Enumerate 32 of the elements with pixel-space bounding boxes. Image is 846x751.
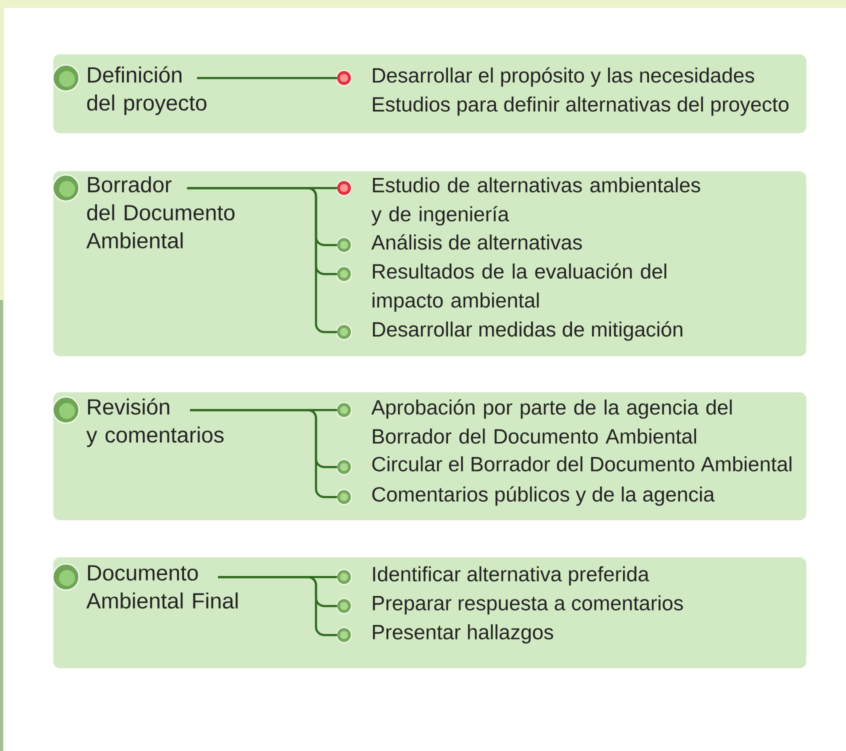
node-label: Estudios para definir alternativas del proyecto [372, 96, 788, 116]
panel-box [53, 54, 806, 134]
bullet-item: Estudio de alternativas ambientales y de ingeniería [336, 177, 700, 226]
bullet-item: Preparar respuesta a comentarios [336, 595, 683, 615]
node-label: Análisis de alternativas [371, 234, 582, 250]
bullet-item: Desarrollar el propósito y las necesidades Estudios para definir alternativas del proyecto [336, 67, 788, 116]
node-label: Circular el Borrador del Documento Ambiental [372, 456, 792, 472]
heading-text: Revisión y comentarios [86, 398, 224, 448]
bullet-item: Aprobación por parte de la agencia del Borrador del Documento Ambiental [336, 399, 732, 444]
bullet-item: Desarrollar medidas de mitigación [336, 321, 682, 341]
node-label: Desarrollar el propósito y las necesidades [372, 67, 754, 87]
heading-text: Documento Ambiental Final [86, 565, 238, 609]
connector-line [190, 408, 337, 498]
connector-line [218, 576, 337, 636]
stage-heading [52, 64, 206, 116]
node-label: Presentar hallazgos [372, 624, 554, 644]
heading-text: Definición del proyecto [87, 66, 206, 116]
bullet-item: Identificar alternativa preferida [336, 566, 650, 586]
bullet-item: Presentar hallazgos [336, 624, 554, 644]
stage-heading [52, 396, 224, 448]
panel-box [53, 392, 806, 520]
bullet-item: Circular el Borrador del Documento Ambiental [336, 456, 792, 475]
connector-line [187, 186, 337, 334]
bullet-item: Resultados de la evaluación del impacto ambiental [336, 263, 666, 312]
stage-heading [52, 563, 238, 609]
heading-text: Borrador del Documento Ambiental [86, 176, 234, 248]
stage-heading [52, 174, 234, 248]
connector-line [197, 76, 337, 80]
bullet-item: Análisis de alternativas [336, 234, 582, 253]
panel-box [53, 557, 806, 668]
bullet-item: Comentarios públicos y de la agencia [336, 486, 715, 506]
panel-box [53, 171, 806, 356]
